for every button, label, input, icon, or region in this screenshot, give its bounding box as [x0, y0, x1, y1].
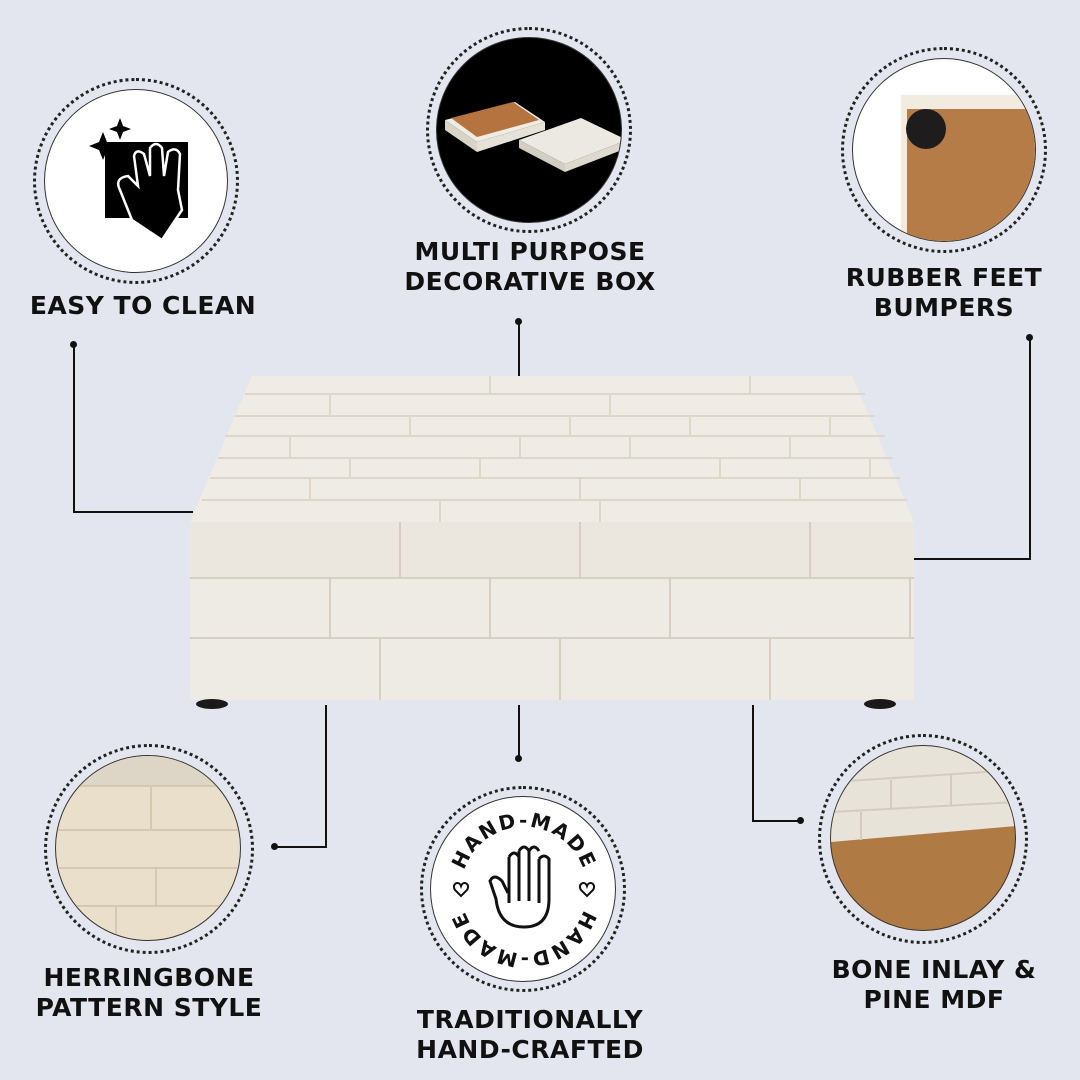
svg-text:HAND-MADE: HAND-MADE — [446, 908, 601, 973]
connector-dot — [515, 318, 522, 325]
connector-line — [275, 846, 327, 848]
herringbone-pattern-photo — [56, 756, 240, 940]
connector-line — [910, 558, 1031, 560]
connector-line — [73, 345, 75, 513]
connector-dot — [797, 817, 804, 824]
easy-clean-ring — [33, 78, 239, 284]
rubber-foot-photo — [901, 95, 1035, 241]
handcrafted-circle: HAND-MADE HAND-MADE — [430, 796, 616, 982]
connector-line — [518, 322, 520, 378]
handcrafted-ring — [420, 786, 626, 992]
bone-inlay-ring — [818, 734, 1028, 944]
handcrafted-line1: TRADITIONALLY — [416, 1005, 644, 1034]
rubber-feet-circle — [852, 58, 1036, 242]
open-box-photo — [445, 102, 621, 172]
multi-purpose-label: MULTI PURPOSE DECORATIVE BOX — [380, 237, 680, 297]
bone-inlay-label: BONE INLAY & PINE MDF — [800, 955, 1068, 1015]
svg-text:HAND-MADE: HAND-MADE — [446, 808, 601, 873]
bone-inlay-box-photo — [190, 374, 914, 709]
handcrafted-label: TRADITIONALLY HAND-CRAFTED — [380, 1005, 680, 1065]
connector-dot — [271, 843, 278, 850]
multi-purpose-line1: MULTI PURPOSE — [414, 237, 646, 266]
herringbone-label: HERRINGBONE PATTERN STYLE — [0, 963, 298, 1023]
herringbone-ring — [44, 744, 254, 954]
easy-clean-label: EASY TO CLEAN — [29, 291, 257, 320]
easy-clean-circle — [44, 89, 228, 273]
bone-inlay-line2: PINE MDF — [863, 985, 1005, 1014]
rubber-feet-line1: RUBBER FEET — [845, 263, 1043, 292]
connector-line — [752, 820, 800, 822]
herringbone-line2: PATTERN STYLE — [35, 993, 263, 1022]
bone-inlay-line1: BONE INLAY & — [831, 955, 1037, 984]
multi-purpose-line2: DECORATIVE BOX — [404, 267, 656, 296]
herringbone-circle — [55, 755, 241, 941]
rubber-feet-label: RUBBER FEET BUMPERS — [820, 263, 1068, 323]
bone-inlay-mdf-photo — [831, 746, 1015, 842]
hand-made-badge-icon: HAND-MADE HAND-MADE — [446, 808, 601, 973]
rubber-feet-line2: BUMPERS — [873, 293, 1015, 322]
connector-line — [752, 705, 754, 822]
connector-line — [73, 511, 193, 513]
hand-wiping-cloth-icon — [89, 118, 188, 242]
connector-dot — [70, 341, 77, 348]
connector-dot — [515, 755, 522, 762]
connector-line — [518, 705, 520, 757]
connector-dot — [1026, 334, 1033, 341]
connector-line — [325, 705, 327, 848]
multi-purpose-ring — [426, 27, 632, 233]
rubber-feet-ring — [841, 47, 1047, 253]
connector-line — [1029, 338, 1031, 560]
multi-purpose-circle — [436, 37, 622, 223]
handcrafted-line2: HAND-CRAFTED — [416, 1035, 644, 1064]
bone-inlay-circle — [830, 745, 1016, 931]
herringbone-line1: HERRINGBONE — [43, 963, 255, 992]
